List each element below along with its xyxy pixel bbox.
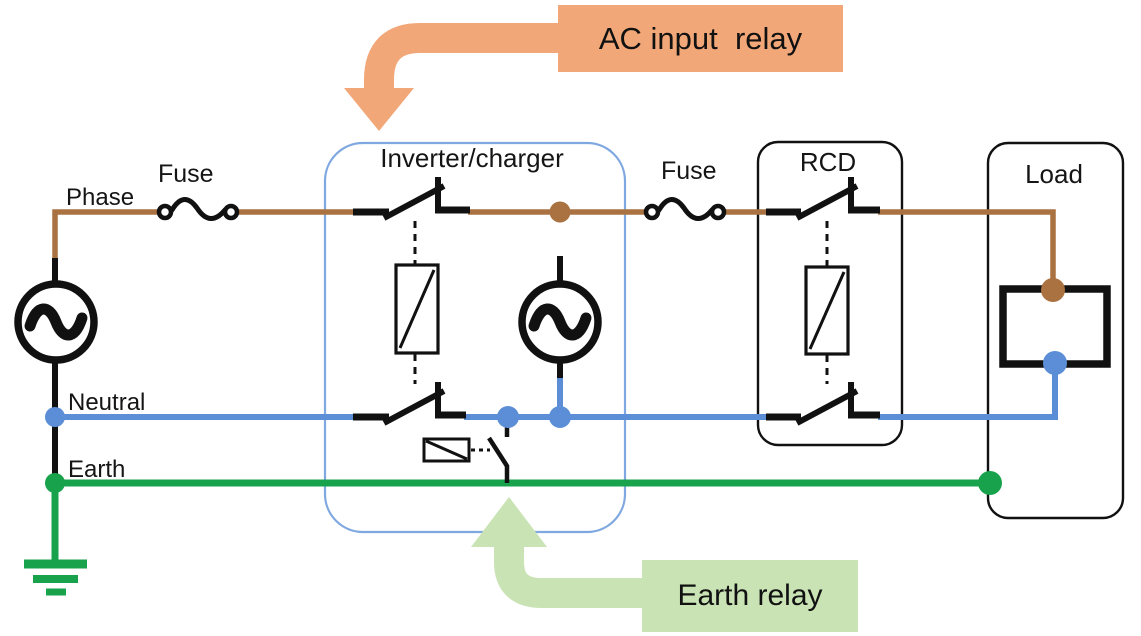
phase-label: Phase: [66, 184, 134, 211]
rcd-coil: [804, 221, 850, 384]
inverter-title: Inverter/charger: [380, 143, 564, 173]
junction-dots: [45, 201, 1067, 495]
earth-relay-arrow: [471, 497, 643, 608]
load-box: [986, 141, 1125, 520]
rcd-title: RCD: [800, 147, 856, 177]
ac-input-relay-callout: AC input relay: [558, 5, 843, 72]
earth-relay-callout-label: Earth relay: [677, 579, 823, 612]
fuse-left-label: Fuse: [158, 160, 214, 188]
rcd-contact-phase: [766, 177, 880, 221]
neutral-label: Neutral: [68, 389, 145, 416]
ac-input-relay-callout-label: AC input relay: [598, 20, 803, 56]
ac-source-grid: [14, 280, 98, 364]
phase-wire: [52, 209, 1056, 284]
fuse-left: [156, 197, 240, 221]
ac-source-inverter: [518, 280, 602, 364]
earth-relay-coil: [422, 437, 490, 463]
earth-label: Earth: [68, 456, 125, 483]
ac-input-relay-contact-neutral: [353, 382, 466, 426]
earth-relay-callout: Earth relay: [642, 560, 858, 632]
rcd-contact-neutral: [766, 382, 880, 426]
fuse-right-label: Fuse: [661, 157, 717, 185]
ac-input-relay-coil: [394, 221, 440, 384]
connector-stubs: [52, 256, 563, 481]
inverter-charger-box: [323, 141, 627, 534]
ground-symbol: [24, 559, 87, 596]
ac-input-relay-arrow: [344, 23, 558, 131]
rcd-box: [756, 140, 904, 447]
earth-relay-switch: [487, 424, 510, 483]
load-title: Load: [1025, 159, 1083, 189]
ac-input-relay-contact-phase: [353, 177, 470, 221]
fuse-right: [643, 197, 727, 221]
earth-wire: [51, 479, 990, 562]
